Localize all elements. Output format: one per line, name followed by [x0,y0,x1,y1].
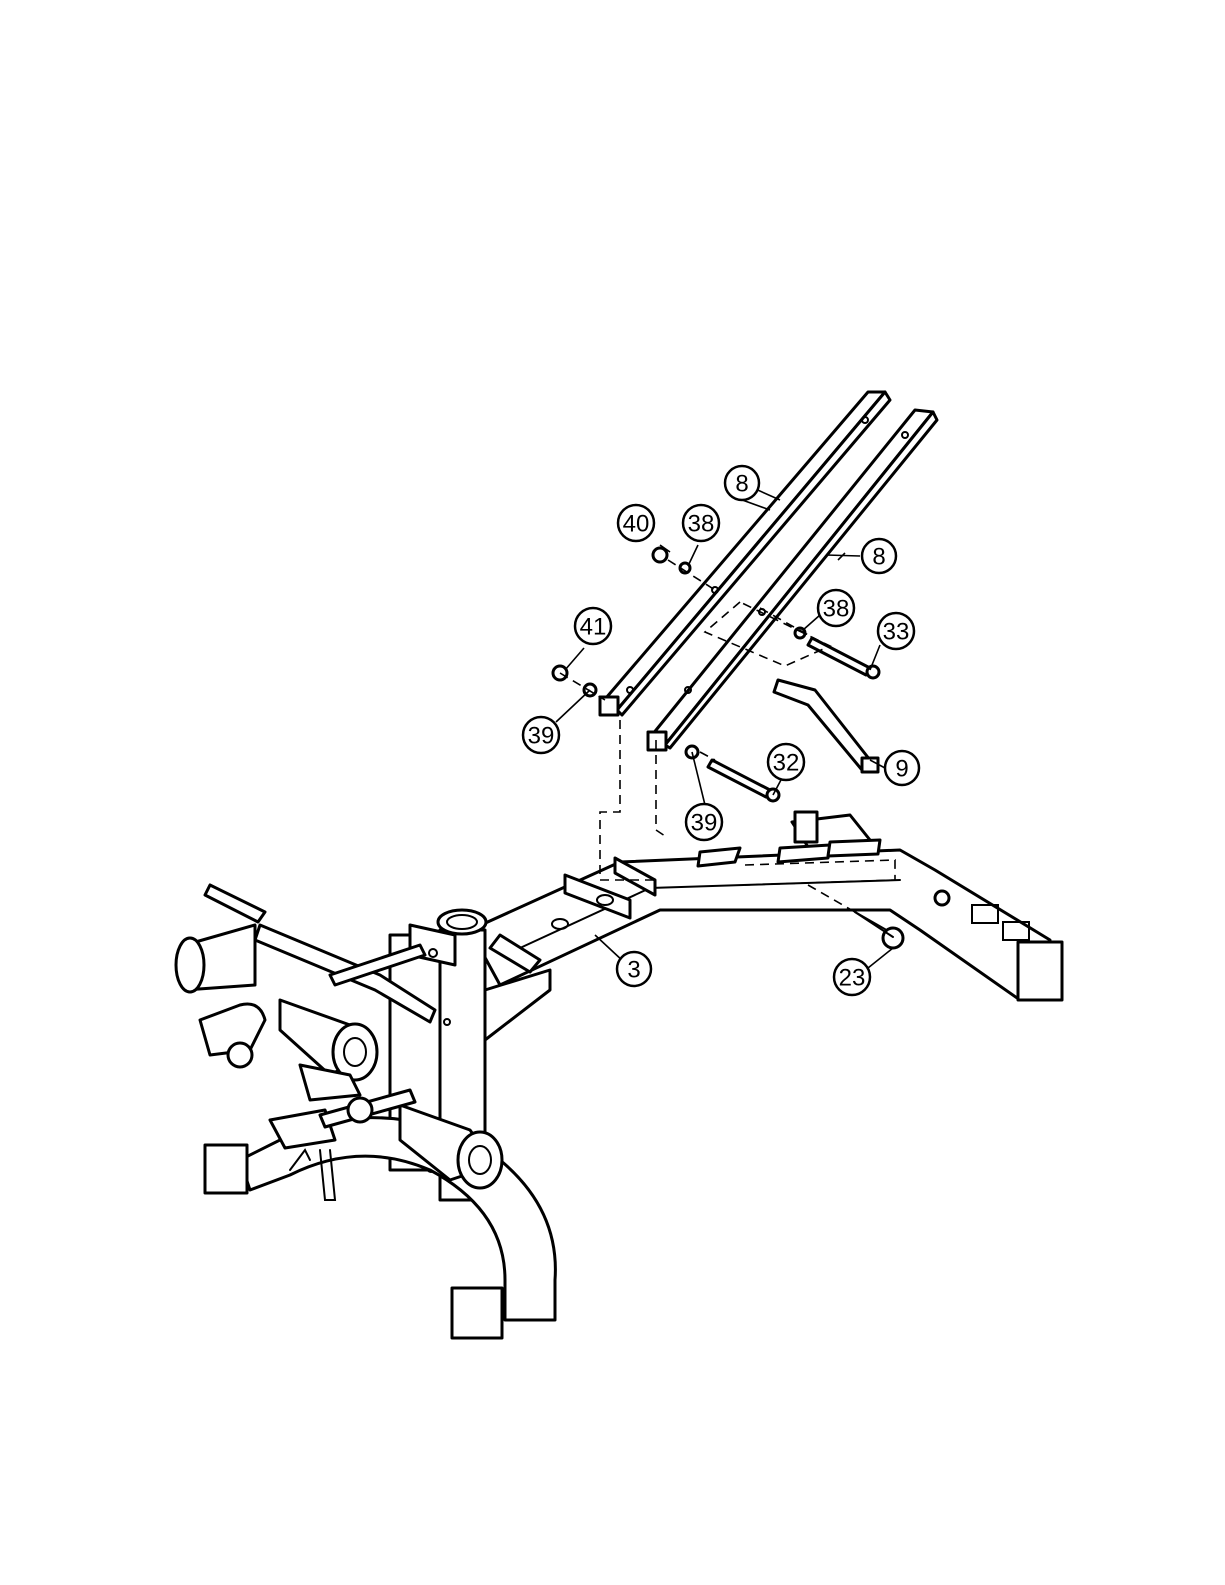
callout-label: 9 [895,756,908,783]
main-frame [470,812,1062,1000]
callout-label: 33 [883,619,910,646]
callout-41: 41 [575,608,611,644]
callout-label: 8 [872,544,885,571]
callout-33: 33 [878,613,914,649]
callout-9: 9 [885,751,919,785]
callout-label: 41 [580,614,607,641]
callout-label: 23 [839,965,866,992]
callout-8-lower: 8 [862,539,896,573]
callout-label: 38 [688,511,715,538]
callout-38-upper: 38 [683,505,719,541]
callout-39-lower: 39 [686,804,722,840]
callout-label: 39 [528,723,555,750]
callout-label: 8 [735,471,748,498]
callout-32: 32 [768,744,804,780]
callout-23: 23 [834,959,870,995]
callout-39-left: 39 [523,717,559,753]
callout-label: 3 [627,957,640,984]
callout-label: 32 [773,750,800,777]
callout-8-upper: 8 [725,466,759,500]
base-legs [205,1118,555,1338]
callout-38-right: 38 [818,590,854,626]
callout-3: 3 [617,952,651,986]
callout-label: 38 [823,596,850,623]
callout-label: 39 [691,810,718,837]
callout-40: 40 [618,505,654,541]
callout-label: 40 [623,511,650,538]
